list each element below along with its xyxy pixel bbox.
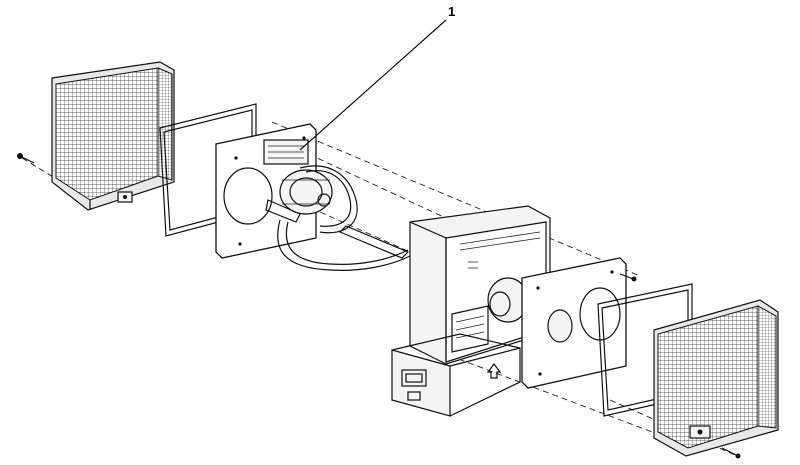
right-mounting-plate — [521, 257, 627, 389]
central-housing — [409, 205, 551, 365]
left-grille-cover — [51, 61, 175, 211]
callout-1: 1 — [299, 4, 455, 151]
left-screw — [17, 153, 35, 164]
lower-duct-panel — [391, 333, 521, 417]
fan-motor — [263, 139, 333, 223]
right-screw — [619, 273, 637, 282]
flexible-hoses — [277, 165, 411, 271]
right-grille-cover — [653, 299, 779, 457]
bottom-screw — [721, 447, 741, 459]
callout-label-1: 1 — [448, 4, 455, 19]
